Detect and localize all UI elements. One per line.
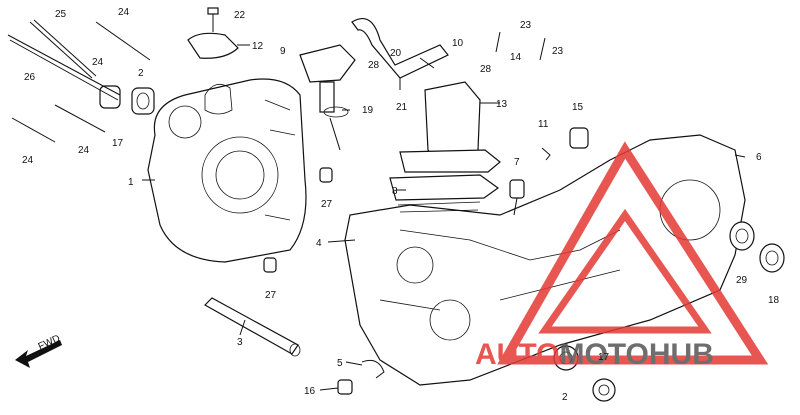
intake-assembly: [389, 81, 501, 213]
leader-lines: [142, 44, 746, 391]
right-crankcase: [344, 134, 746, 386]
callout-19: 19: [362, 105, 374, 116]
shaft-19: [329, 117, 341, 151]
bearing-2-top: [131, 87, 155, 115]
callout-26: 26: [24, 72, 36, 83]
callout-17: 17: [112, 138, 124, 149]
callout-24: 24: [78, 145, 90, 156]
water-pump-9: [299, 44, 356, 113]
watermark: AUTOMOTOHUB: [475, 141, 769, 371]
callout-15: 15: [572, 102, 584, 113]
callout-22: 22: [234, 10, 246, 21]
callout-17: 17: [598, 352, 610, 363]
watermark-triangle: [497, 141, 769, 365]
callout-13: 13: [496, 99, 508, 110]
callout-11: 11: [538, 119, 549, 130]
bolt-24-mid: [11, 117, 56, 143]
hose-28-10: [351, 18, 449, 79]
callout-2: 2: [138, 68, 144, 79]
bushing-15: [569, 127, 589, 149]
pipe-3: [204, 297, 301, 357]
callout-28: 28: [368, 60, 380, 71]
seal-18: [759, 243, 785, 273]
bolt-20-21: [399, 57, 435, 90]
callout-6: 6: [756, 152, 762, 163]
clip-5: [361, 359, 385, 379]
callout-2: 2: [562, 392, 568, 403]
seal-17-top: [99, 85, 121, 109]
callout-27: 27: [265, 290, 277, 301]
callout-29: 29: [736, 275, 748, 286]
callout-28: 28: [480, 64, 492, 75]
callout-labels: 25 24 22 12 9 28 10 23 20 14 23 28 26 24…: [22, 7, 780, 403]
callout-20: 20: [390, 48, 402, 59]
callout-25: 25: [55, 9, 67, 20]
o-ring-19: [323, 106, 349, 118]
left-crankcase: [147, 78, 307, 263]
callout-14: 14: [510, 52, 522, 63]
callout-10: 10: [452, 38, 464, 49]
callout-3: 3: [237, 337, 243, 348]
fwd-indicator: FWD: [15, 333, 62, 368]
bearing-29: [729, 221, 755, 251]
callout-9: 9: [280, 46, 286, 57]
bolt-23: [495, 31, 546, 61]
callout-16: 16: [304, 386, 316, 397]
callout-8: 8: [392, 186, 398, 197]
callout-12: 12: [252, 41, 264, 52]
seal-17-bottom: [592, 378, 616, 402]
callout-24: 24: [118, 7, 130, 18]
clip-11: [541, 147, 551, 161]
sensor-7: [509, 179, 525, 216]
callout-7: 7: [514, 157, 520, 168]
bolt-25: [29, 19, 97, 79]
dowel-27: [263, 167, 333, 273]
cap-12: [187, 32, 239, 59]
callout-24: 24: [22, 155, 34, 166]
callout-23: 23: [552, 46, 564, 57]
callout-18: 18: [768, 295, 780, 306]
callout-4: 4: [316, 238, 322, 249]
callout-27: 27: [321, 199, 333, 210]
bolt-16: [337, 379, 353, 395]
bolt-24-top: [95, 21, 151, 61]
bolt-24-lower: [54, 104, 106, 133]
callout-1: 1: [128, 177, 134, 188]
callout-5: 5: [337, 358, 343, 369]
watermark-text: AUTOMOTOHUB: [475, 338, 714, 371]
callout-23: 23: [520, 20, 532, 31]
bolt-22: [207, 7, 219, 32]
callout-24: 24: [92, 57, 104, 68]
callout-21: 21: [396, 102, 408, 113]
bolt-26: [7, 34, 121, 101]
